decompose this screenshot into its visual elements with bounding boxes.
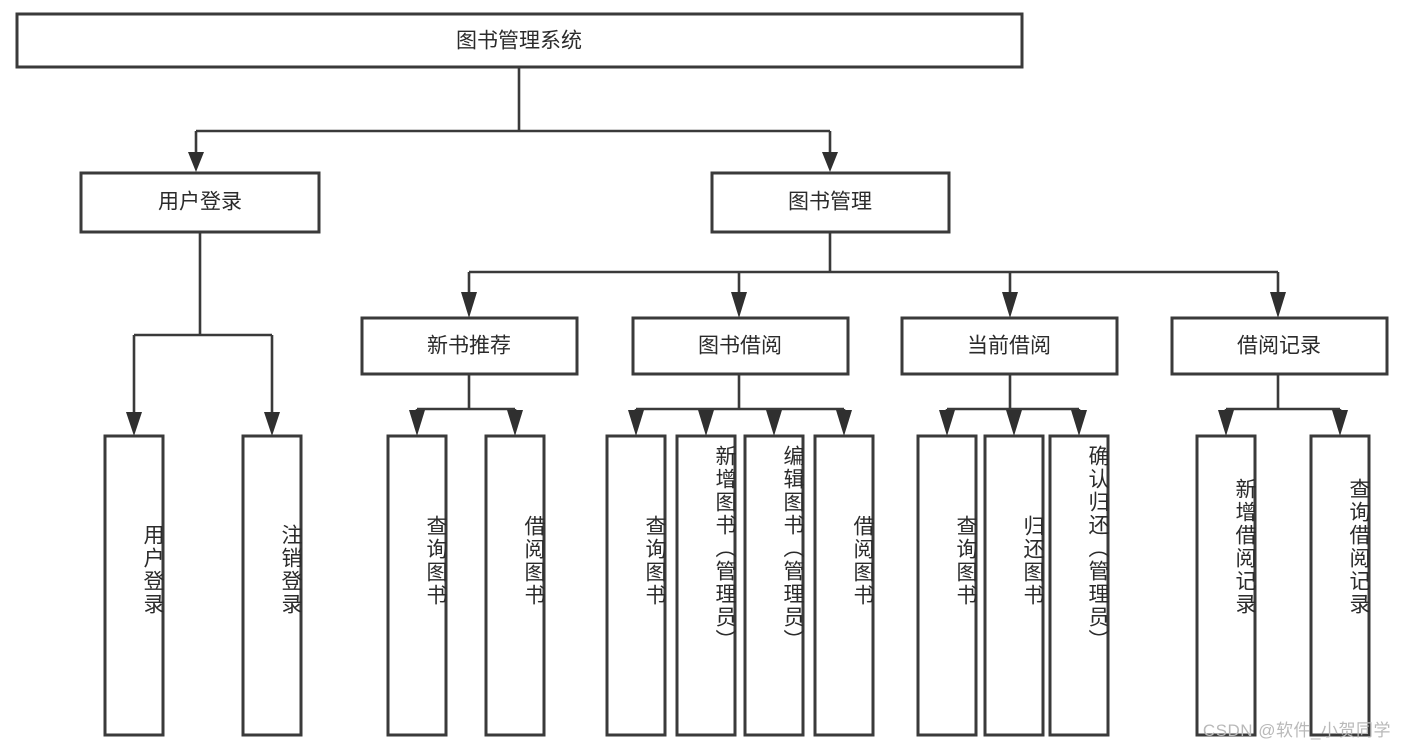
node-leaf-edit-book-admin-box[interactable] xyxy=(743,434,805,737)
node-leaf-edit-book-admin-label: 编辑图书（管理员） xyxy=(781,445,804,652)
node-leaf-user-login-box[interactable] xyxy=(103,434,165,737)
node-leaf-query-borrow-record-label: 查询借阅记录 xyxy=(1347,478,1370,616)
node-book-borrow-box[interactable] xyxy=(631,316,850,376)
node-book-borrow[interactable]: 图书借阅 xyxy=(631,316,850,376)
node-leaf-return-books-box[interactable] xyxy=(983,434,1045,737)
node-root[interactable]: 图书管理系统 xyxy=(15,12,1024,69)
arrowhead-leaf-query-books-3 xyxy=(939,410,955,436)
node-leaf-borrow-books-1-box[interactable] xyxy=(484,434,546,737)
node-leaf-add-borrow-record-label: 新增借阅记录 xyxy=(1233,478,1256,616)
node-user-login-label: 用户登录 xyxy=(158,191,242,214)
node-leaf-add-book-admin-label: 新增图书（管理员） xyxy=(713,445,736,652)
arrowhead-leaf-borrow-books-1 xyxy=(507,410,523,436)
node-leaf-confirm-return-admin-box[interactable] xyxy=(1048,434,1110,737)
node-book-management-label: 图书管理 xyxy=(788,191,872,214)
arrowhead-leaf-logout-login xyxy=(264,412,280,436)
node-leaf-query-books-3-label: 查询图书 xyxy=(954,515,977,607)
arrowhead-book-borrow xyxy=(731,292,747,318)
node-leaf-query-books-1-box[interactable] xyxy=(386,434,448,737)
node-borrow-record[interactable]: 借阅记录 xyxy=(1170,316,1389,376)
node-new-book-recommend[interactable]: 新书推荐 xyxy=(360,316,579,376)
node-book-borrow-label: 图书借阅 xyxy=(698,335,782,358)
node-layer: 图书管理系统 用户登录 图书管理 新书推荐 图书借阅 xyxy=(15,12,1389,737)
node-user-login[interactable]: 用户登录 xyxy=(79,171,321,234)
node-leaf-confirm-return-admin-label: 确认归还（管理员） xyxy=(1086,445,1109,652)
node-book-management-box[interactable] xyxy=(710,171,951,234)
node-borrow-record-box[interactable] xyxy=(1170,316,1389,376)
node-leaf-logout-login-label: 注销登录 xyxy=(279,524,302,616)
arrowhead-leaf-edit-book-admin xyxy=(766,410,782,436)
node-leaf-query-books-3-box[interactable] xyxy=(916,434,978,737)
arrowhead-leaf-borrow-books-2 xyxy=(836,410,852,436)
arrowhead-current-borrow xyxy=(1002,292,1018,318)
node-leaf-query-borrow-record-box[interactable] xyxy=(1309,434,1371,737)
node-current-borrow-box[interactable] xyxy=(900,316,1119,376)
arrowhead-leaf-confirm-return-admin xyxy=(1071,410,1087,436)
arrowhead-leaf-add-book-admin xyxy=(698,410,714,436)
node-leaf-borrow-books-2-label: 借阅图书 xyxy=(851,515,874,607)
connector-layer xyxy=(126,67,1348,436)
node-leaf-query-books-1-label: 查询图书 xyxy=(424,515,447,607)
node-leaf-user-login-label: 用户登录 xyxy=(141,524,164,616)
node-borrow-record-label: 借阅记录 xyxy=(1237,335,1321,358)
node-leaf-return-books-label: 归还图书 xyxy=(1021,515,1044,607)
arrowhead-new-book-recommend xyxy=(461,292,477,318)
node-leaf-add-book-admin-box[interactable] xyxy=(675,434,737,737)
arrowhead-borrow-record xyxy=(1270,292,1286,318)
node-leaf-borrow-books-1-label: 借阅图书 xyxy=(522,515,545,607)
node-new-book-recommend-label: 新书推荐 xyxy=(427,335,511,358)
node-leaf-logout-login-box[interactable] xyxy=(241,434,303,737)
arrowhead-leaf-query-books-2 xyxy=(628,410,644,436)
arrowhead-user-login xyxy=(188,152,204,172)
node-root-label: 图书管理系统 xyxy=(456,30,582,53)
arrowhead-leaf-add-borrow-record xyxy=(1218,410,1234,436)
node-current-borrow-label: 当前借阅 xyxy=(967,335,1051,358)
node-leaf-query-books-2-label: 查询图书 xyxy=(643,515,666,607)
node-current-borrow[interactable]: 当前借阅 xyxy=(900,316,1119,376)
node-root-box[interactable] xyxy=(15,12,1024,69)
arrowhead-book-management xyxy=(822,152,838,172)
arrowhead-leaf-user-login xyxy=(126,412,142,436)
arrowhead-leaf-query-borrow-record xyxy=(1332,410,1348,436)
arrowhead-leaf-return-books xyxy=(1006,410,1022,436)
node-leaf-add-borrow-record-box[interactable] xyxy=(1195,434,1257,737)
node-book-management[interactable]: 图书管理 xyxy=(710,171,951,234)
node-new-book-recommend-box[interactable] xyxy=(360,316,579,376)
node-leaf-borrow-books-2-box[interactable] xyxy=(813,434,875,737)
node-leaf-query-books-2-box[interactable] xyxy=(605,434,667,737)
node-user-login-box[interactable] xyxy=(79,171,321,234)
arrowhead-leaf-query-books-1 xyxy=(409,410,425,436)
